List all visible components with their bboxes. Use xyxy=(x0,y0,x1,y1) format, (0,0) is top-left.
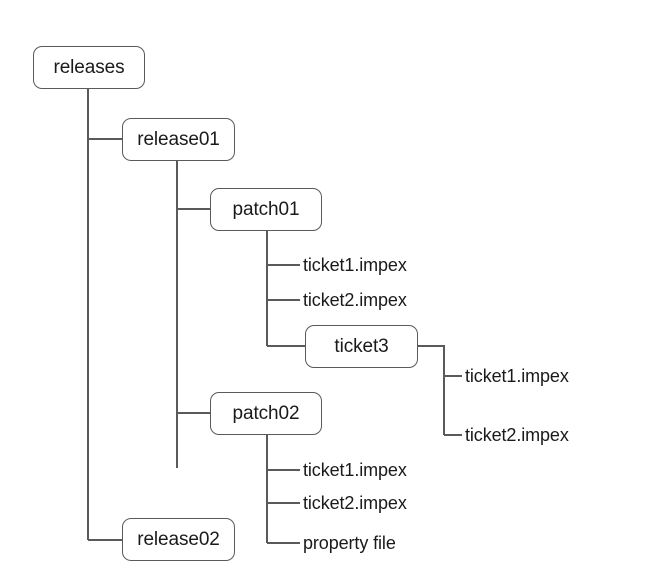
node-release02[interactable]: release02 xyxy=(122,518,235,561)
node-patch02[interactable]: patch02 xyxy=(210,392,322,435)
node-release01-label: release01 xyxy=(137,129,220,150)
node-release02-label: release02 xyxy=(137,529,220,550)
leaf-patch02-ticket1-impex: ticket1.impex xyxy=(303,460,407,480)
node-patch01[interactable]: patch01 xyxy=(210,188,322,231)
leaf-ticket3-ticket1-impex: ticket1.impex xyxy=(465,366,569,386)
leaf-patch02-property-file: property file xyxy=(303,533,396,553)
node-release01[interactable]: release01 xyxy=(122,118,235,161)
node-patch02-label: patch02 xyxy=(232,403,300,424)
edge-trunk-ticket3 xyxy=(418,345,445,435)
node-releases-label: releases xyxy=(53,57,125,78)
node-releases[interactable]: releases xyxy=(33,46,145,89)
leaf-patch01-ticket2-impex: ticket2.impex xyxy=(303,290,407,310)
node-ticket3-label: ticket3 xyxy=(334,336,389,357)
leaf-patch01-ticket1-impex: ticket1.impex xyxy=(303,255,407,275)
node-ticket3[interactable]: ticket3 xyxy=(305,325,418,368)
leaf-ticket3-ticket2-impex: ticket2.impex xyxy=(465,425,569,445)
node-patch01-label: patch01 xyxy=(232,199,300,220)
leaf-patch02-ticket2-impex: ticket2.impex xyxy=(303,493,407,513)
